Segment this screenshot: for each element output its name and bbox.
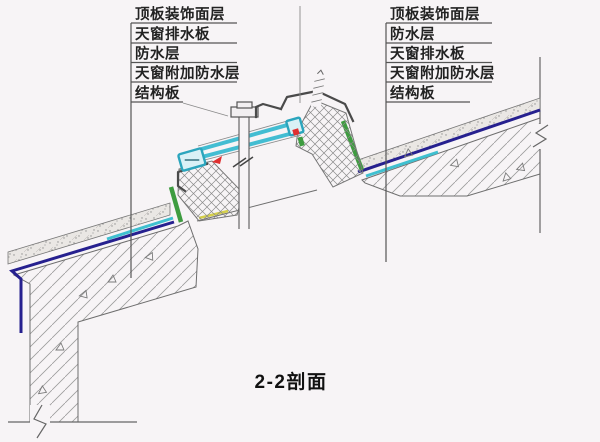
callout-label: 天窗排水板 xyxy=(135,25,210,43)
top-cut-member xyxy=(310,69,326,108)
left-decorative-screed xyxy=(7,202,171,265)
lower-curb-block xyxy=(177,160,244,222)
post-body-mask xyxy=(239,117,249,229)
callout-label: 防水层 xyxy=(135,45,180,63)
gasket-lower xyxy=(212,156,222,164)
wall-break-symbol xyxy=(33,404,47,439)
left-waterproof-layer-line xyxy=(9,220,175,333)
glass-frame-lower xyxy=(177,147,207,172)
left-callout-leader xyxy=(182,102,229,117)
right-break-symbol xyxy=(532,124,549,148)
upper-green-seal xyxy=(297,136,305,147)
left-roof-structure xyxy=(8,220,199,439)
callout-label: 顶板装饰面层 xyxy=(135,5,225,23)
callout-label: 结构板 xyxy=(135,84,180,102)
left-drainage-board-line xyxy=(106,216,174,241)
section-caption: 2-2剖面 xyxy=(255,370,328,393)
right-waterproof-layer-line xyxy=(357,108,541,174)
post-break-marks xyxy=(232,156,254,168)
post-cap-top xyxy=(236,101,253,109)
left-slab-and-wall xyxy=(12,220,199,423)
upper-cap-flashing-left xyxy=(254,102,283,119)
right-roof-structure xyxy=(361,57,551,233)
callout-label: 天窗附加防水层 xyxy=(135,64,240,82)
callout-label: 结构板 xyxy=(390,84,435,102)
hanger-post xyxy=(238,117,250,229)
left-roof-layers xyxy=(7,186,184,333)
callout-label: 天窗排水板 xyxy=(390,45,465,63)
callout-label: 防水层 xyxy=(390,25,435,43)
left-callout: 顶板装饰面层 天窗排水板 防水层 天窗附加防水层 结构板 xyxy=(130,5,240,278)
skylight-assembly xyxy=(176,6,364,229)
callout-label: 天窗附加防水层 xyxy=(390,64,495,82)
gasket-upper xyxy=(292,128,300,136)
concrete-symbols xyxy=(37,147,526,395)
left-additional-waterproof-strip xyxy=(168,186,184,223)
callout-label: 顶板装饰面层 xyxy=(390,5,480,23)
right-callout: 顶板装饰面层 防水层 天窗排水板 天窗附加防水层 结构板 xyxy=(385,5,495,262)
right-drainage-board-line xyxy=(365,150,439,178)
